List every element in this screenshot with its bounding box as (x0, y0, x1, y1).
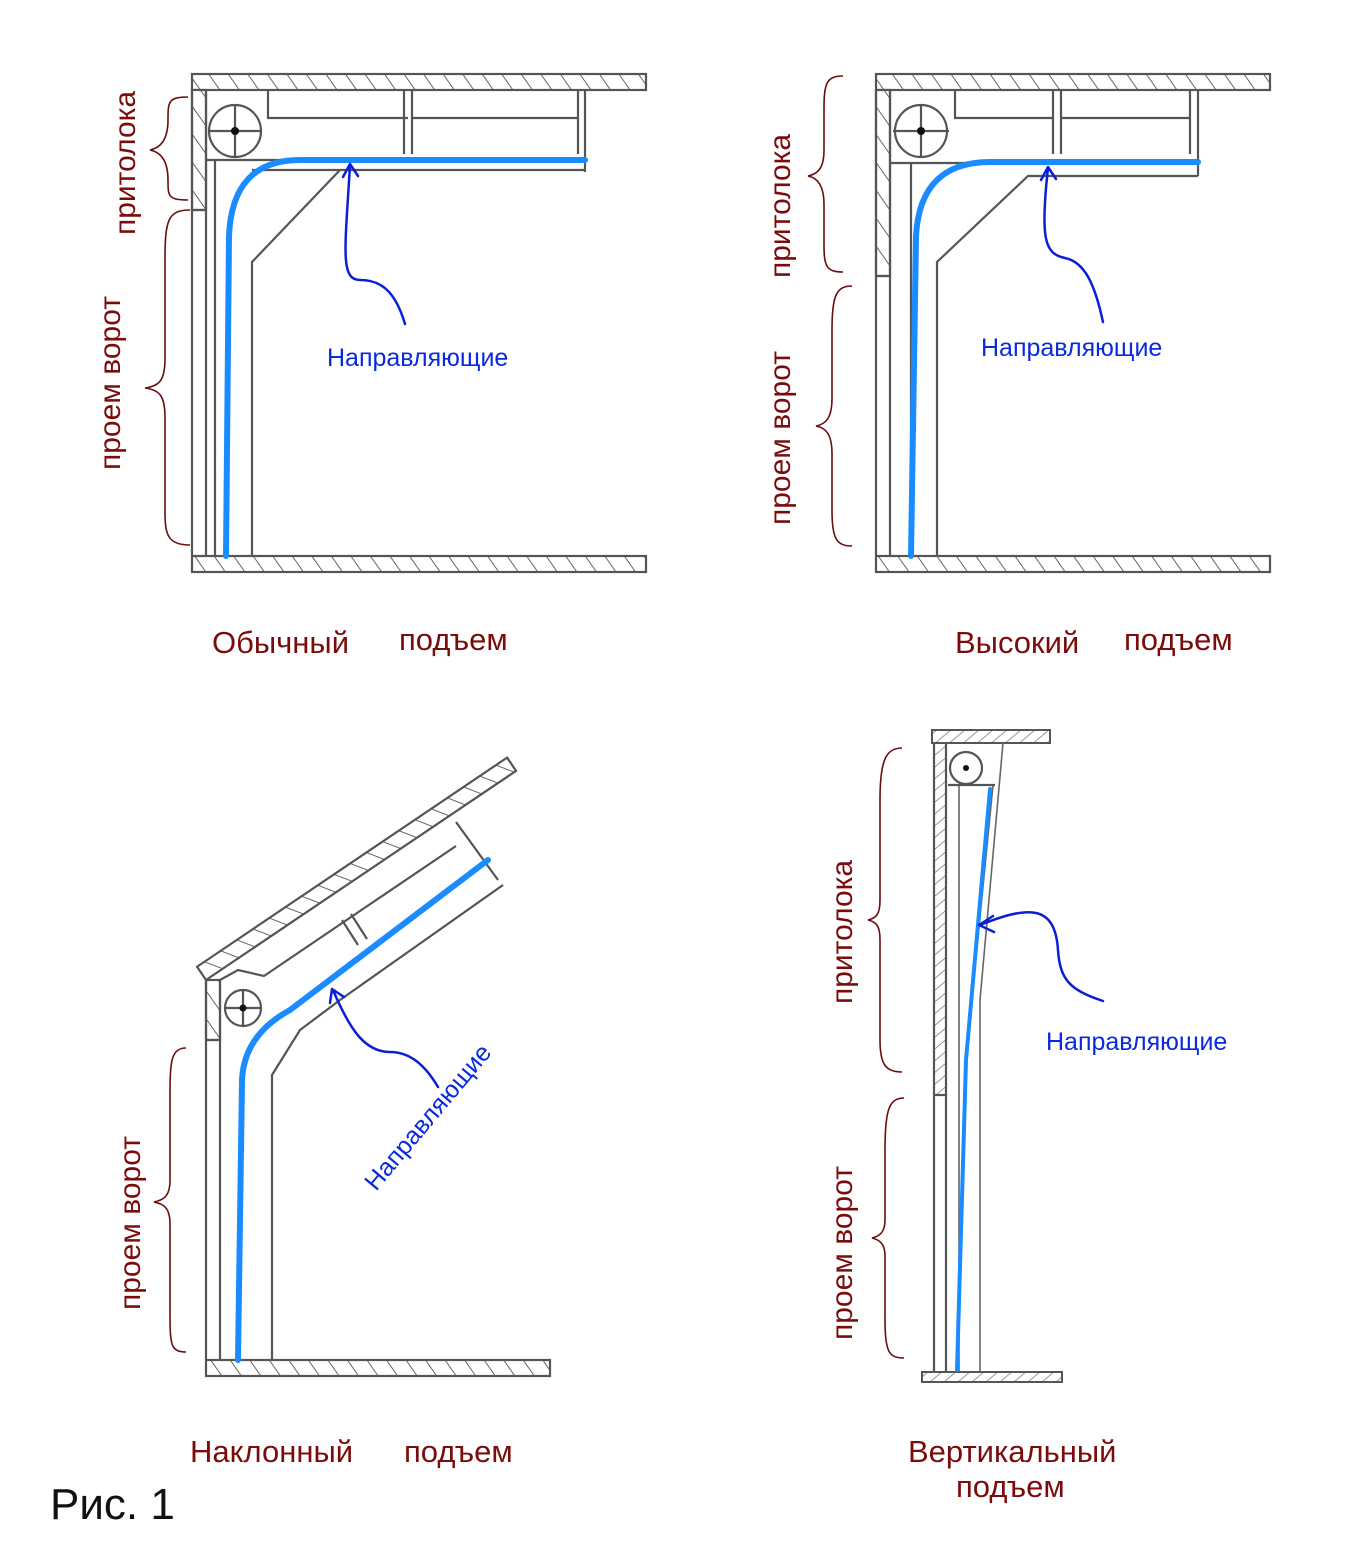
panel-title-word1: Наклонный (190, 1434, 353, 1469)
wall-jamb (204, 980, 222, 1360)
opening-label: проем ворот (826, 1166, 859, 1340)
lintel-label: притолока (826, 860, 859, 1004)
panel-title-word2: подъем (1124, 622, 1233, 657)
wall-jamb (190, 90, 208, 556)
wall-jamb (932, 742, 1004, 1372)
guides-pointer-arrow (1039, 165, 1105, 324)
ceiling-slab (190, 72, 648, 92)
lintel-brace (807, 75, 844, 273)
floor-slab (204, 1358, 552, 1378)
guide-rail (955, 787, 992, 1372)
lintel-wall (204, 978, 222, 1042)
panel-title-word1: Высокий (955, 625, 1079, 660)
opening-label: проем ворот (114, 1136, 147, 1310)
guides-label: Направляющие (327, 344, 508, 372)
lintel-wall (190, 88, 208, 212)
guides-label: Направляющие (981, 334, 1162, 362)
panel-high-lift: Направляющие притолока проем ворот Высок… (764, 72, 1272, 660)
opening-label: проем ворот (94, 296, 127, 470)
lintel-label: притолока (764, 134, 797, 278)
torsion-drum-icon (207, 103, 263, 159)
ceiling-slab (874, 72, 1272, 92)
opening-label: проем ворот (764, 351, 797, 525)
lintel-wall (933, 742, 947, 1096)
opening-brace (871, 1097, 905, 1359)
lintel-brace (149, 96, 189, 201)
guides-pointer-arrow (341, 162, 407, 326)
panel-title-word2: подъем (399, 622, 508, 657)
panel-title-word2: подъем (404, 1434, 513, 1469)
figure-caption: Рис. 1 (50, 1480, 175, 1529)
floor-slab (190, 554, 648, 574)
ceiling-slab (931, 729, 1051, 744)
floor-slab (921, 1371, 1063, 1383)
guides-label: Направляющие (1046, 1028, 1227, 1056)
panel-vertical-lift: Направляющие притолока проем ворот Верти… (826, 729, 1227, 1504)
panel-title-word1: Обычный (212, 625, 349, 660)
torsion-drum-icon (893, 103, 949, 159)
wall-jamb (874, 90, 892, 556)
panel-title-line2: подъем (956, 1469, 1065, 1504)
lintel-wall (874, 88, 892, 278)
inclined-track-box (219, 821, 504, 1360)
guides-pointer-arrow (977, 910, 1105, 1003)
opening-brace (815, 285, 853, 547)
opening-brace (153, 1047, 187, 1353)
panel-title-line1: Вертикальный (908, 1434, 1116, 1469)
guides-pointer-arrow (328, 987, 440, 1089)
guides-label: Направляющие (359, 1039, 497, 1196)
lintel-label: притолока (109, 91, 142, 235)
torsion-drum-icon (948, 750, 995, 787)
opening-brace (144, 209, 191, 546)
torsion-drum-icon (223, 988, 263, 1028)
floor-slab (874, 554, 1272, 574)
lintel-brace (867, 747, 903, 1073)
guide-rail (235, 857, 491, 1363)
sloped-ceiling-slab (195, 756, 518, 982)
panel-inclined-lift: Направляющие проем ворот Наклонный подъе… (114, 756, 552, 1469)
guide-rail (223, 157, 588, 559)
panel-standard-lift: Направляющие притолока проем ворот Обычн… (94, 72, 648, 660)
guide-rail (908, 159, 1201, 559)
